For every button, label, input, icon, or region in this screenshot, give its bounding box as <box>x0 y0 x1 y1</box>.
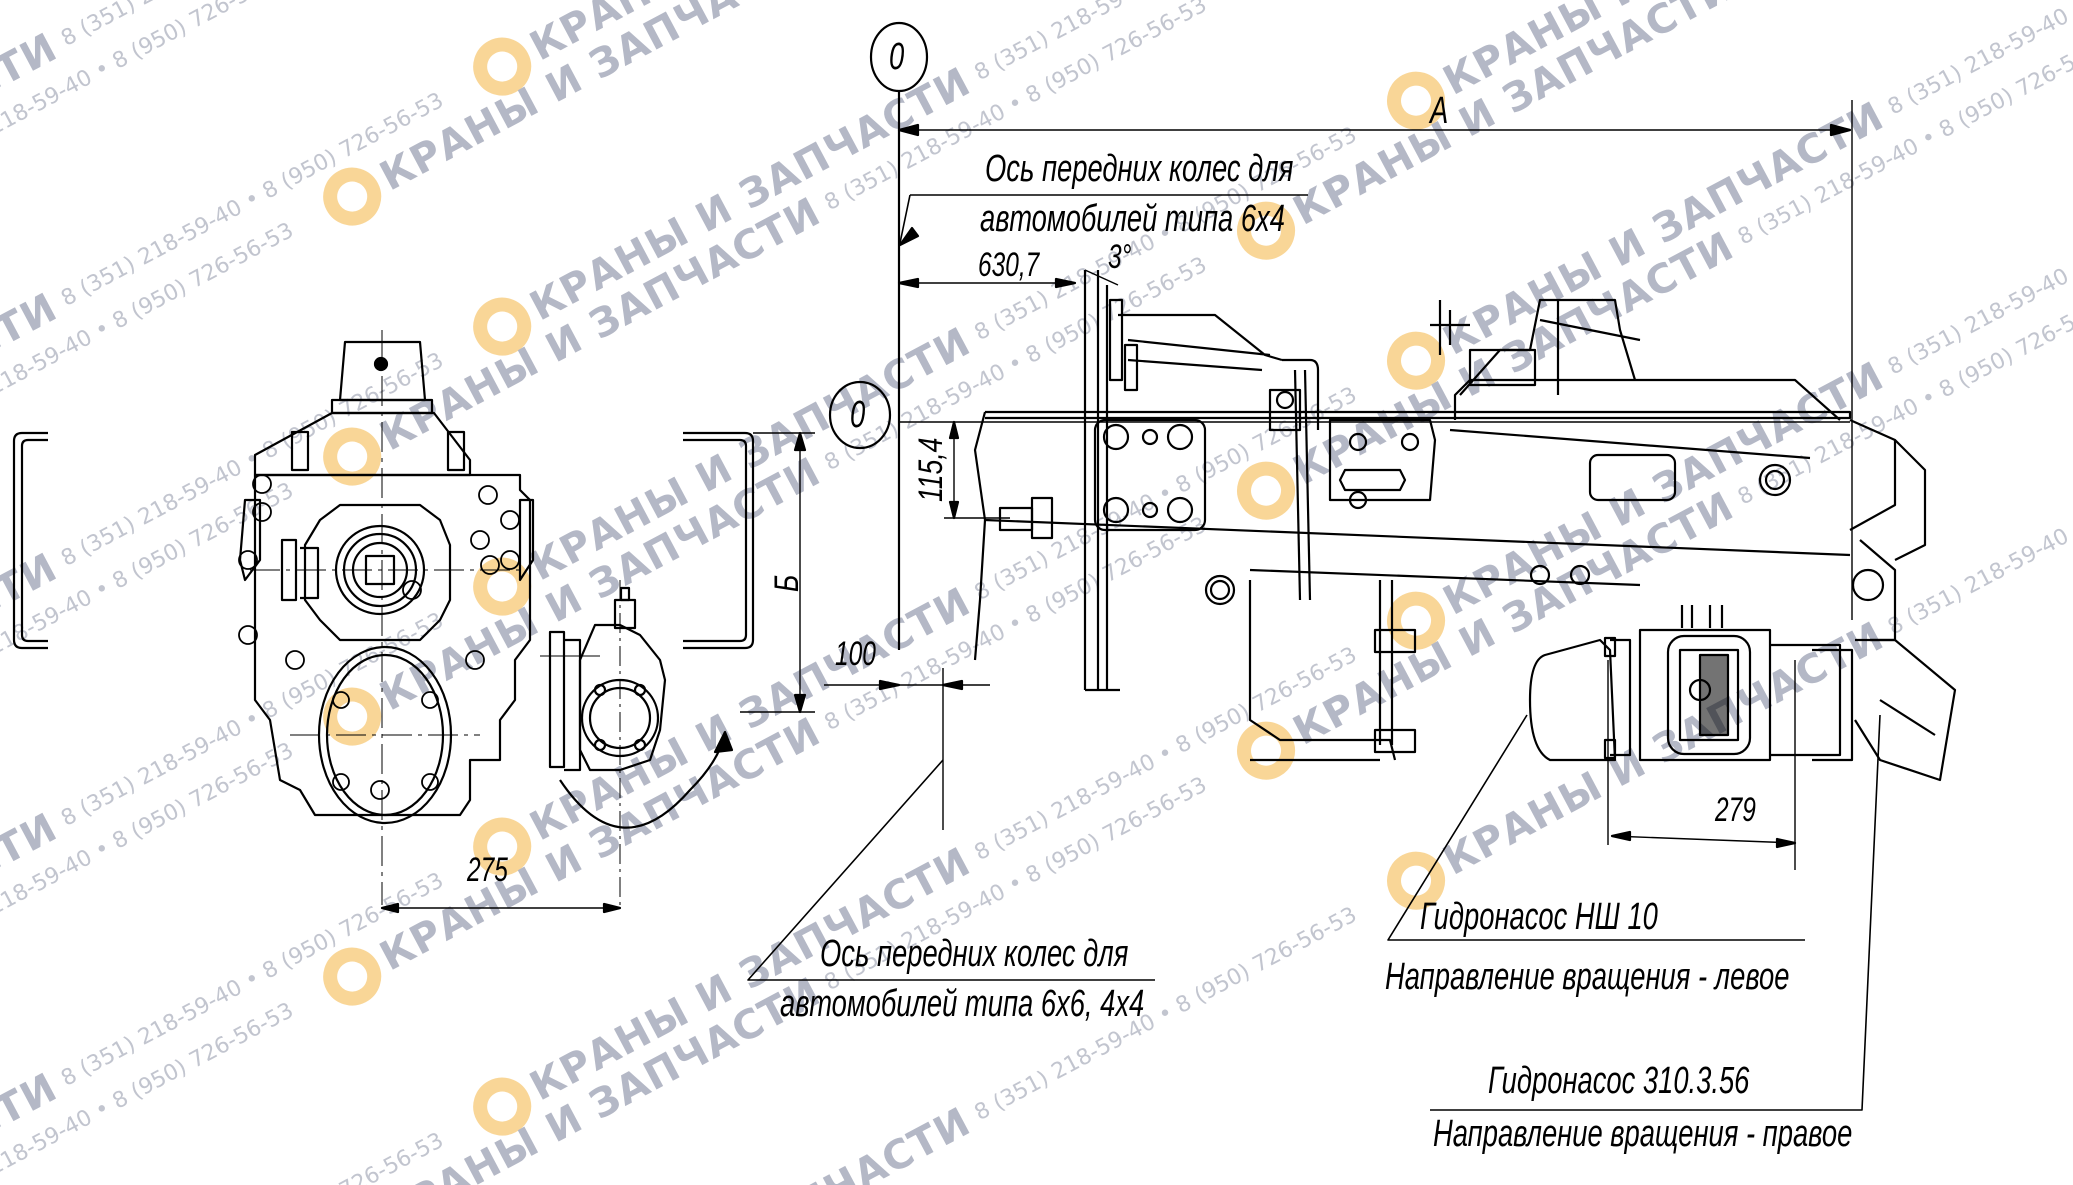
pump2-name: Гидронасос 310.3.56 <box>1488 1060 1750 1102</box>
pump-end-view <box>540 580 667 905</box>
pump2-rotation: Направление вращения - правое <box>1433 1113 1853 1155</box>
dimension-b-label: Б <box>768 574 806 592</box>
pto-upper-housing <box>253 411 472 477</box>
frame-channel-left <box>12 431 48 650</box>
datum-label-top: 0 <box>889 36 905 78</box>
front-axle-6x6-line2: автомобилей типа 6х6, 4х4 <box>780 983 1145 1025</box>
pump1-rotation: Направление вращения - левое <box>1385 956 1790 998</box>
end-view <box>12 330 815 914</box>
dimension-115-label: 115,4 <box>912 437 950 502</box>
pump-310-top <box>1638 605 1854 762</box>
dimension-630-label: 630,7 <box>978 246 1040 284</box>
dim-line-279 <box>1611 835 1796 844</box>
pump-nsh10-top <box>1528 636 1632 762</box>
pto-flange <box>303 503 452 642</box>
frame-rail <box>985 410 1852 420</box>
dimension-a-label: A <box>1430 90 1449 132</box>
datum-marker-side <box>828 380 892 450</box>
dimension-100-label: 100 <box>835 635 876 673</box>
pump1-name: Гидронасос НШ 10 <box>1420 896 1658 938</box>
dimension-275-label: 275 <box>467 851 508 889</box>
bolt-pattern <box>238 474 520 800</box>
front-axle-6x4-line2: автомобилей типа 6х4 <box>980 198 1285 240</box>
datum-label-side: 0 <box>850 394 866 436</box>
front-axle-6x6-line1: Ось передних колес для <box>820 933 1129 975</box>
datums <box>747 21 1853 981</box>
dimension-279-label: 279 <box>1715 791 1756 829</box>
frame-channel-right <box>683 431 755 650</box>
dimension-angle-label: 3° <box>1108 238 1132 276</box>
top-view <box>973 270 1957 1111</box>
front-axle-6x4-line1: Ось передних колес для <box>985 148 1294 190</box>
rotation-arrow <box>559 731 727 829</box>
pto-main-body <box>253 473 532 817</box>
